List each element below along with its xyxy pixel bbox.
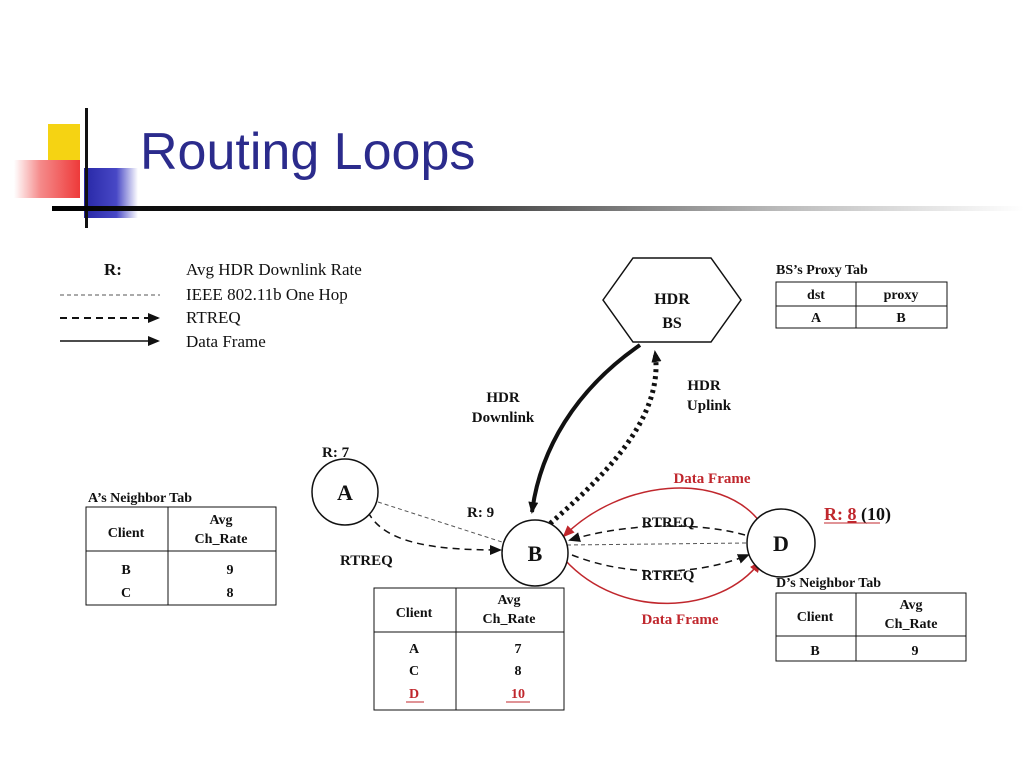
- hdr-downlink-arrow: [528, 343, 642, 514]
- d-table-header-rate-1: Avg: [899, 598, 922, 613]
- node-d-name: D: [773, 531, 789, 556]
- d-table-row1-rate: 9: [912, 644, 919, 659]
- a-table-row1-client: B: [121, 563, 130, 578]
- bs-proxy-cell-proxy: B: [896, 311, 905, 326]
- b-neighbor-table: Client Avg Ch_Rate A 7 C 8 D 10: [373, 587, 565, 711]
- b-table-row3-rate: 10: [511, 687, 525, 702]
- rtreq-d-b-label: RTREQ: [642, 515, 695, 531]
- d-table-row1-client: B: [810, 644, 819, 659]
- a-table-row2-client: C: [121, 586, 131, 601]
- legend-data-frame: Data Frame: [186, 332, 266, 351]
- b-table-row2-client: C: [409, 664, 419, 679]
- a-table-title: A’s Neighbor Tab: [88, 491, 192, 506]
- hdr-uplink-label-2: Uplink: [687, 398, 732, 414]
- rtreq-b-d-arrow: [571, 554, 750, 572]
- hdr-bs-node: HDR BS: [602, 257, 742, 343]
- b-table-row2-rate: 8: [515, 664, 522, 679]
- node-d: R: 8 (10) D: [746, 504, 891, 578]
- b-table-header-client: Client: [396, 606, 433, 621]
- data-frame-top-label: Data Frame: [673, 471, 750, 487]
- hdr-uplink-label-1: HDR: [687, 378, 721, 394]
- d-table-title: D’s Neighbor Tab: [776, 576, 881, 591]
- b-table-header-rate-2: Ch_Rate: [483, 612, 536, 627]
- a-table-row2-rate: 8: [227, 586, 234, 601]
- title-underline: [52, 206, 1024, 211]
- legend-r-key: R:: [104, 260, 122, 279]
- node-d-rate-value: 8: [848, 504, 857, 524]
- bs-proxy-table: BS’s Proxy Tab dst proxy A B: [775, 263, 948, 329]
- d-neighbor-table: D’s Neighbor Tab Client Avg Ch_Rate B 9: [775, 576, 967, 662]
- hdr-downlink-label-2: Downlink: [472, 410, 535, 426]
- hdr-bs-line2: BS: [662, 315, 682, 332]
- hdr-bs-line1: HDR: [654, 291, 690, 308]
- hdr-bs-hexagon: [602, 257, 742, 343]
- b-table-row3-client: D: [409, 687, 419, 702]
- node-b: R: 9 B: [467, 505, 569, 587]
- bs-proxy-header-proxy: proxy: [884, 288, 919, 303]
- node-a-rate: R: 7: [322, 445, 350, 461]
- deco-red-square: [14, 160, 80, 198]
- a-table-header-client: Client: [108, 526, 145, 541]
- node-d-rate-prefix: R:: [824, 504, 848, 524]
- one-hop-a-b: [377, 501, 506, 544]
- legend-one-hop: IEEE 802.11b One Hop: [186, 285, 348, 304]
- bs-proxy-table-title: BS’s Proxy Tab: [776, 263, 868, 278]
- node-d-rate: R: 8 (10): [824, 504, 891, 525]
- a-table-row1-rate: 9: [227, 563, 234, 578]
- hdr-uplink-arrow: [543, 350, 662, 530]
- d-table-header-client: Client: [797, 610, 834, 625]
- data-frame-bottom-label: Data Frame: [641, 612, 718, 628]
- legend-rtreq: RTREQ: [186, 308, 241, 327]
- node-a-name: A: [337, 480, 353, 505]
- b-table-row1-client: A: [409, 642, 420, 657]
- slide-title: Routing Loops: [140, 123, 476, 181]
- node-a: R: 7 A: [311, 445, 379, 526]
- d-table-header-rate-2: Ch_Rate: [885, 617, 938, 632]
- legend: R: Avg HDR Downlink Rate IEEE 802.11b On…: [60, 260, 362, 351]
- a-table-header-rate-1: Avg: [209, 513, 232, 528]
- rtreq-a-b-label: RTREQ: [340, 553, 393, 569]
- node-b-name: B: [528, 541, 543, 566]
- hdr-downlink-label-1: HDR: [486, 390, 520, 406]
- node-b-rate: R: 9: [467, 505, 494, 521]
- rtreq-a-b-arrow: [367, 511, 502, 555]
- data-frame-b-d-arrow: [564, 559, 762, 605]
- rtreq-d-b-arrow: [568, 525, 746, 542]
- deco-vertical-line: [85, 108, 88, 228]
- one-hop-b-d: [566, 542, 748, 546]
- legend-r-desc: Avg HDR Downlink Rate: [186, 260, 362, 279]
- b-table-header-rate-1: Avg: [497, 593, 520, 608]
- rtreq-b-d-label: RTREQ: [642, 568, 695, 584]
- bs-proxy-cell-dst: A: [811, 311, 822, 326]
- node-d-rate-suffix: (10): [857, 504, 892, 525]
- a-table-header-rate-2: Ch_Rate: [195, 532, 248, 547]
- a-neighbor-table: A’s Neighbor Tab Client Avg Ch_Rate B 9 …: [85, 491, 277, 606]
- bs-proxy-header-dst: dst: [807, 288, 825, 303]
- b-table-row1-rate: 7: [515, 642, 522, 657]
- data-frame-d-b-arrow: [562, 487, 761, 538]
